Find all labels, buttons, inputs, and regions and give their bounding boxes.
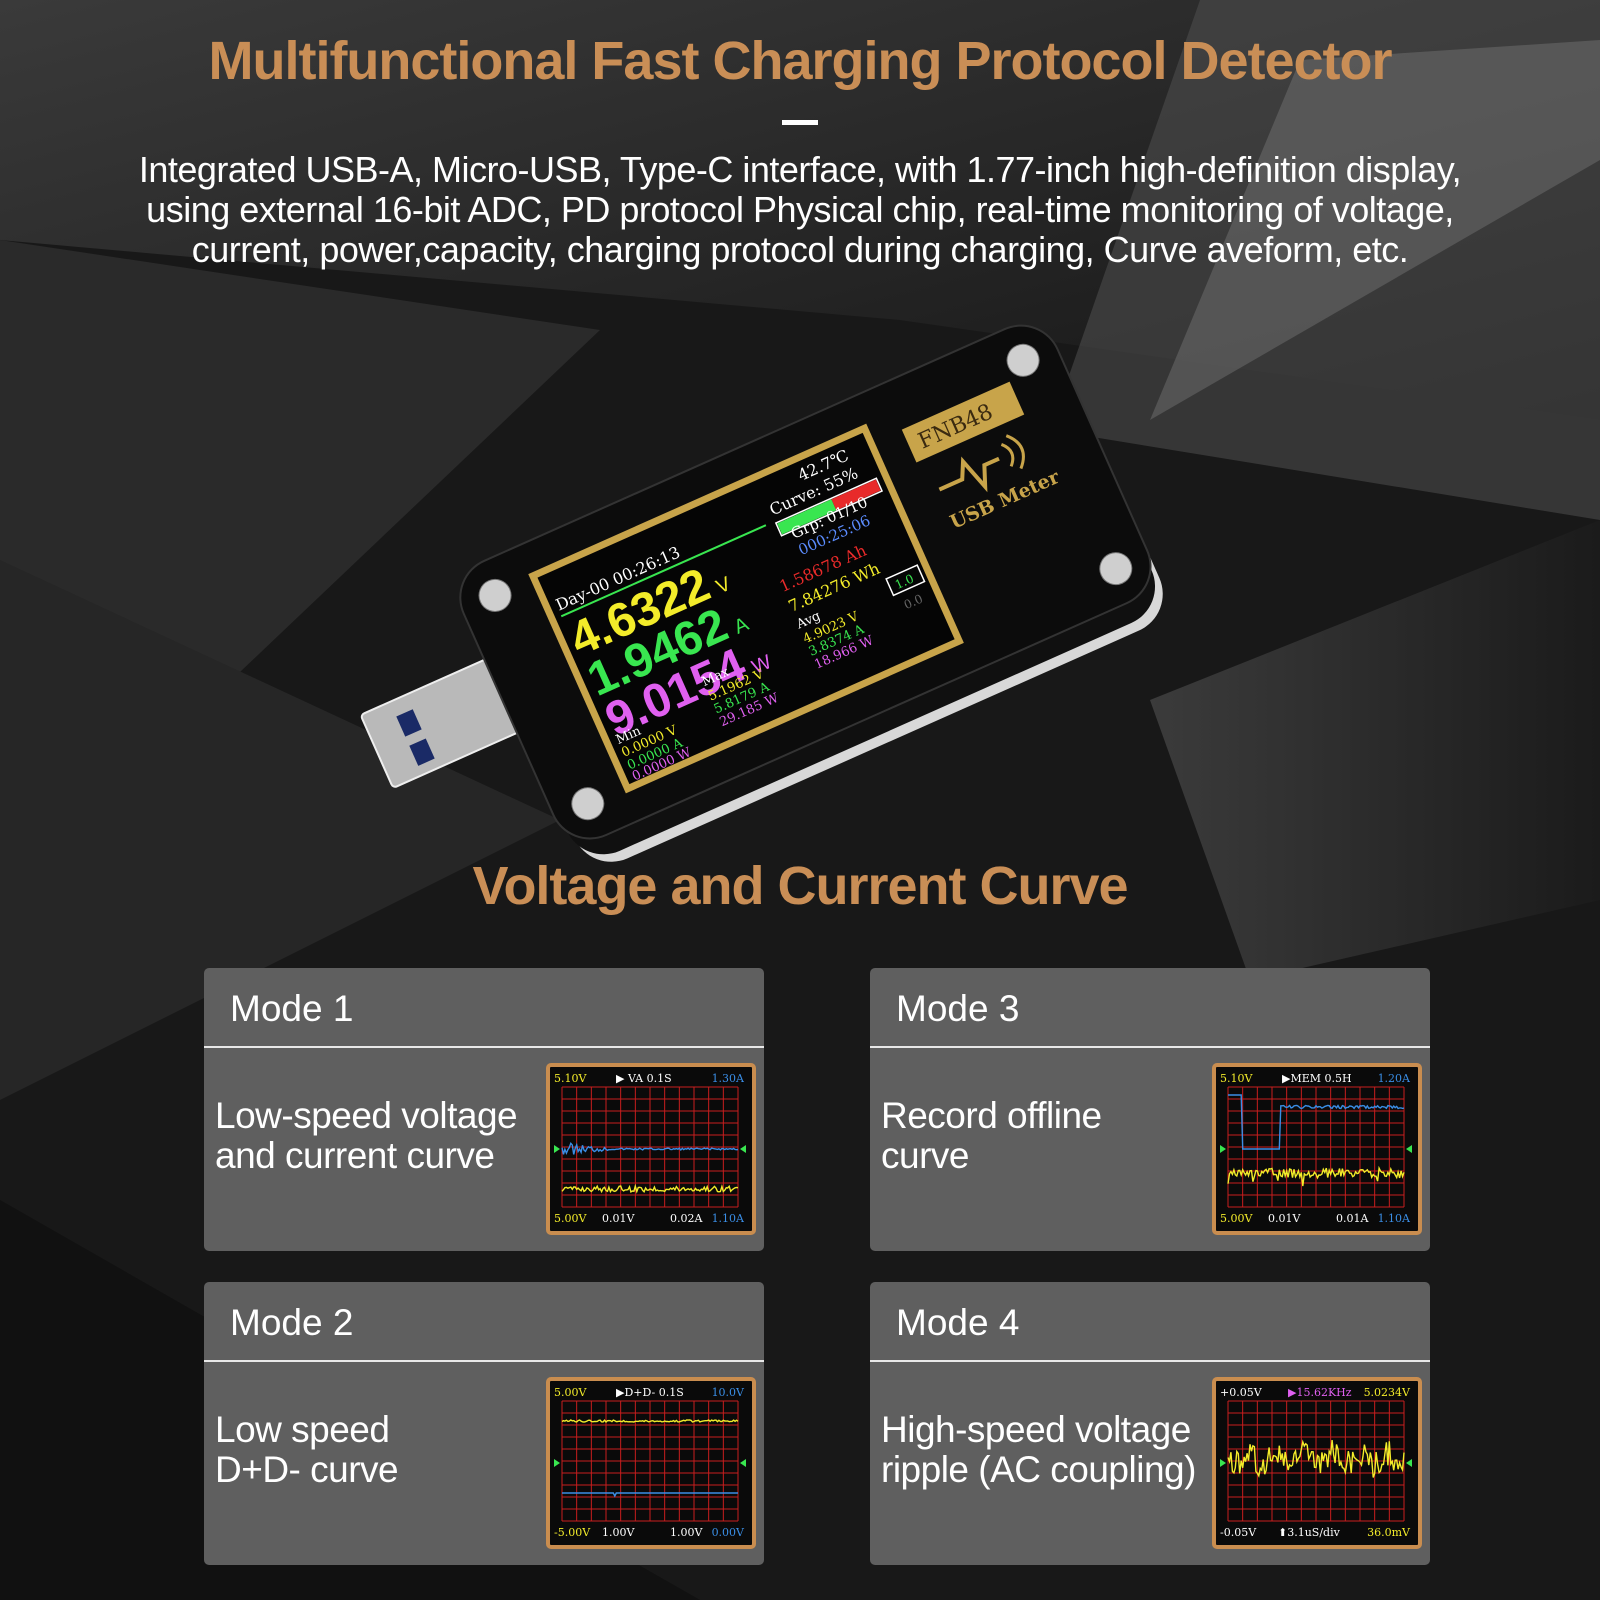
mode-description-line: curve <box>881 1135 969 1176</box>
scope-bottom-right: 1.10A <box>1377 1212 1410 1225</box>
oscilloscope-screen: 5.00V ▶D+D- 0.1S 10.0V -5.00V 1.00V 1.00… <box>546 1377 756 1549</box>
mode-card: Mode 3 Record offline curve 5.10V ▶MEM 0… <box>870 968 1430 1251</box>
scope-bottom-mid: 0.01V <box>602 1212 635 1225</box>
mode-title: Mode 3 <box>896 988 1020 1029</box>
scope-bottom-mid: ⬆3.1uS/div <box>1278 1526 1340 1539</box>
scope-marker-left <box>1220 1459 1226 1467</box>
mode-card: Mode 1 Low-speed voltage and current cur… <box>204 968 764 1251</box>
scope-top-left: 5.10V <box>1220 1072 1253 1085</box>
scope-top-left: +0.05V <box>1220 1386 1262 1399</box>
grid-lines <box>1227 1400 1405 1522</box>
scope-marker-left <box>554 1459 560 1467</box>
mode-card: Mode 4 High-speed voltage ripple (AC cou… <box>870 1282 1430 1565</box>
ripple-trace <box>1227 1439 1405 1478</box>
scope-grid <box>1220 1086 1412 1208</box>
mode-title: Mode 1 <box>230 988 354 1029</box>
oscilloscope-screen: 5.10V ▶ VA 0.1S 1.30A 5.00V 0.01V 0.02A … <box>546 1063 756 1235</box>
mode-description-line: Low speed <box>215 1409 390 1450</box>
mode-card-header: Mode 4 <box>870 1282 1430 1362</box>
scope-bottom-right: 0.00V <box>711 1526 744 1539</box>
scope-marker-right <box>740 1145 746 1153</box>
curve-level-fill <box>777 499 837 535</box>
scope-top-left: 5.10V <box>554 1072 587 1085</box>
scope-marker-right <box>740 1459 746 1467</box>
mode-card-header: Mode 3 <box>870 968 1430 1048</box>
scope-marker-right <box>1406 1459 1412 1467</box>
scope-bottom-mid: 1.00V <box>602 1526 635 1539</box>
scope-grid <box>554 1086 746 1208</box>
heartbeat-icon <box>938 456 1000 493</box>
scope-bottom-left: 5.00V <box>1220 1212 1253 1225</box>
mode-card: Mode 2 Low speed D+D- curve 5.00V ▶D+D- … <box>204 1282 764 1565</box>
mode-card-header: Mode 2 <box>204 1282 764 1362</box>
intro-line: current, power,capacity, charging protoc… <box>191 229 1409 270</box>
intro-line: Integrated USB-A, Micro-USB, Type-C inte… <box>138 149 1462 190</box>
mode-description: Record offline curve <box>881 1096 1221 1176</box>
grid-lines <box>561 1400 739 1522</box>
title-divider <box>782 120 818 125</box>
voltage-trace <box>561 1183 739 1194</box>
scope-bottom-left: -0.05V <box>1220 1526 1257 1539</box>
scope-top-mid: ▶15.62KHz <box>1288 1386 1352 1399</box>
curve-level-remaining <box>831 479 881 511</box>
mode-description-line: Record offline <box>881 1095 1102 1136</box>
scope-bottom-mid2: 1.00V <box>670 1526 703 1539</box>
voltage-trace <box>1227 1165 1405 1187</box>
intro-line: using external 16-bit ADC, PD protocol P… <box>146 189 1454 230</box>
usb-meter-device: 42.7℃ Day-00 00:26:13 Curve: 55% 4.6322 … <box>360 324 1163 862</box>
scope-grid <box>1220 1400 1412 1522</box>
mode-title: Mode 4 <box>896 1302 1020 1343</box>
scope-bottom-left: 5.00V <box>554 1212 587 1225</box>
dplus-trace <box>561 1419 739 1423</box>
oscilloscope-screen: +0.05V ▶15.62KHz 5.0234V -0.05V ⬆3.1uS/d… <box>1212 1377 1422 1549</box>
dminus-trace <box>562 1492 738 1498</box>
intro-text: Integrated USB-A, Micro-USB, Type-C inte… <box>60 150 1540 270</box>
screw-icon <box>478 578 512 612</box>
section-title: Voltage and Current Curve <box>472 856 1128 916</box>
mode-description-line: High-speed voltage <box>881 1409 1191 1450</box>
scope-bottom-mid: 0.01V <box>1268 1212 1301 1225</box>
mode-card-header: Mode 1 <box>204 968 764 1048</box>
screw-icon <box>571 787 605 821</box>
scope-top-mid: ▶ VA 0.1S <box>616 1072 672 1085</box>
current-trace <box>1228 1094 1405 1150</box>
scope-top-right: 5.0234V <box>1363 1386 1410 1399</box>
page-title: Multifunctional Fast Charging Protocol D… <box>208 31 1392 91</box>
current-trace <box>561 1141 739 1155</box>
mode-description-line: and current curve <box>215 1135 495 1176</box>
screw-icon <box>1006 343 1040 377</box>
scope-bottom-mid2: 0.02A <box>670 1212 703 1225</box>
mode-description-line: D+D- curve <box>215 1449 399 1490</box>
mode-description-line: Low-speed voltage <box>215 1095 518 1136</box>
scope-grid <box>554 1400 746 1522</box>
mode-description: High-speed voltage ripple (AC coupling) <box>881 1410 1221 1490</box>
scope-bottom-mid2: 0.01A <box>1336 1212 1369 1225</box>
scope-marker-right <box>1406 1145 1412 1153</box>
scope-bottom-right: 36.0mV <box>1367 1526 1410 1539</box>
curve-level-bar <box>774 477 884 537</box>
scope-marker-left <box>554 1145 560 1153</box>
mode-description: Low-speed voltage and current curve <box>215 1096 555 1176</box>
scope-top-mid: ▶MEM 0.5H <box>1282 1072 1352 1085</box>
scope-bottom-right: 1.10A <box>711 1212 744 1225</box>
scope-top-left: 5.00V <box>554 1386 587 1399</box>
scope-top-right: 1.20A <box>1377 1072 1410 1085</box>
mode-description: Low speed D+D- curve <box>215 1410 555 1490</box>
scope-marker-left <box>1220 1145 1226 1153</box>
scope-top-right: 1.30A <box>711 1072 744 1085</box>
scope-bottom-left: -5.00V <box>554 1526 591 1539</box>
mode-title: Mode 2 <box>230 1302 354 1343</box>
scope-top-right: 10.0V <box>711 1386 744 1399</box>
screw-icon <box>1099 552 1133 586</box>
mode-description-line: ripple (AC coupling) <box>881 1449 1196 1490</box>
oscilloscope-screen: 5.10V ▶MEM 0.5H 1.20A 5.00V 0.01V 0.01A … <box>1212 1063 1422 1235</box>
scope-top-mid: ▶D+D- 0.1S <box>616 1386 684 1399</box>
